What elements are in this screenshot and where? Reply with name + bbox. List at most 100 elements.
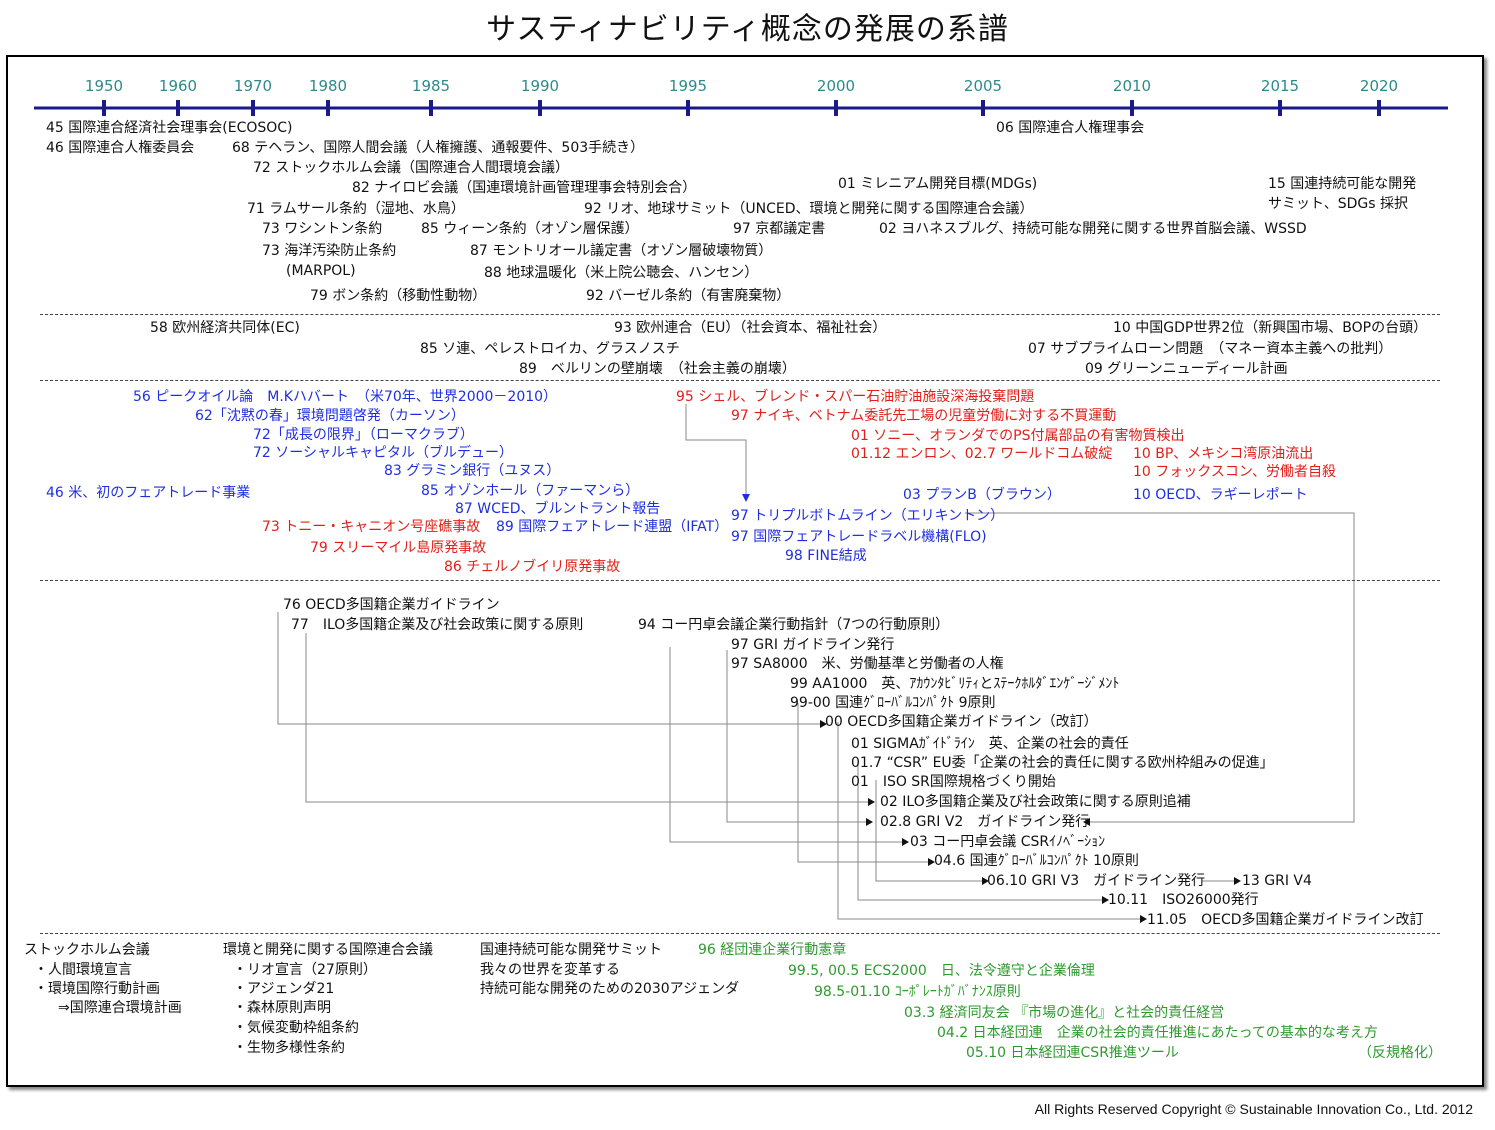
section-divider bbox=[40, 314, 1440, 315]
event-label: 02 ILO多国籍企業及び社会政策に関する原則追補 bbox=[880, 794, 1191, 810]
year-label: 1990 bbox=[520, 77, 560, 95]
connector-lines bbox=[277, 404, 1355, 920]
event-label: 01 SIGMAｶﾞｲﾄﾞﾗｲﾝ 英、企業の社会的責任 bbox=[851, 736, 1129, 752]
event-label: 15 国連持続可能な開発 bbox=[1268, 176, 1417, 192]
event-label: 04.2 日本経団連 企業の社会的責任推進にあたっての基本的な考え方 bbox=[937, 1025, 1378, 1041]
event-label: 99 AA1000 英、ｱｶｳﾝﾀﾋﾞﾘﾃｨとｽﾃｰｸﾎﾙﾀﾞｴﾝｹﾞｰｼﾞﾒﾝ… bbox=[790, 676, 1120, 692]
event-label: 72「成長の限界」（ローマクラブ） bbox=[253, 427, 474, 443]
event-label: 73 トニー・キャニオン号座礁事故 bbox=[262, 519, 481, 535]
event-label: 99-00 国連ｸﾞﾛｰﾊﾞﾙｺﾝﾊﾟｸﾄ 9原則 bbox=[790, 695, 996, 711]
event-label: 11.05 OECD多国籍企業ガイドライン改訂 bbox=[1147, 912, 1424, 928]
event-label: 56 ピークオイル論 M.Kハバート （米70年、世界2000－2010） bbox=[133, 389, 558, 405]
event-label: 95 シェル、ブレンド・スパー石油貯油施設深海投棄問題 bbox=[676, 389, 1035, 405]
event-label: 環境と開発に関する国際連合会議 bbox=[223, 942, 433, 958]
event-label: 85 オゾンホール（ファーマンら） bbox=[421, 483, 640, 499]
year-label: 2000 bbox=[816, 77, 856, 95]
event-label: 05.10 日本経団連CSR推進ツール bbox=[966, 1045, 1179, 1061]
section-divider bbox=[40, 380, 1440, 381]
copyright-notice: All Rights Reserved Copyright © Sustaina… bbox=[1034, 1101, 1473, 1117]
event-label: （反規格化） bbox=[1358, 1045, 1442, 1061]
year-label: 1980 bbox=[308, 77, 348, 95]
event-label: ・環境国際行動計画 bbox=[34, 981, 160, 997]
event-label: (MARPOL) bbox=[286, 263, 356, 279]
event-label: 10 フォックスコン、労働者自殺 bbox=[1133, 464, 1337, 480]
year-label: 1985 bbox=[411, 77, 451, 95]
year-label: 1970 bbox=[233, 77, 273, 95]
event-label: 国連持続可能な開発サミット bbox=[480, 942, 662, 958]
event-label: 72 ソーシャルキャピタル（ブルデュー） bbox=[253, 445, 513, 461]
year-label: 2015 bbox=[1260, 77, 1300, 95]
event-label: 97 SA8000 米、労働基準と労働者の人権 bbox=[731, 656, 1004, 672]
timeline-ticks bbox=[102, 100, 1381, 116]
year-label: 2020 bbox=[1359, 77, 1399, 95]
diagram-frame bbox=[6, 55, 1484, 1087]
year-tick bbox=[429, 100, 433, 116]
section-divider bbox=[40, 933, 1440, 934]
event-label: 89 国際フェアトレード連盟（IFAT） bbox=[496, 519, 729, 535]
event-label: 09 グリーンニューディール計画 bbox=[1085, 361, 1288, 377]
event-label: 98.5-01.10 ｺｰﾎﾟﾚｰﾄｶﾞﾊﾞﾅﾝｽ原則 bbox=[814, 984, 1021, 1000]
event-label: 97 京都議定書 bbox=[733, 221, 826, 237]
event-label: 76 OECD多国籍企業ガイドライン bbox=[283, 597, 500, 613]
event-label: 03.3 経済同友会 『市場の進化』と社会的責任経営 bbox=[904, 1005, 1225, 1021]
event-label: 06.10 GRI V3 ガイドライン発行 bbox=[987, 873, 1206, 889]
year-label: 2005 bbox=[963, 77, 1003, 95]
event-label: 00 OECD多国籍企業ガイドライン（改訂） bbox=[825, 714, 1098, 730]
event-label: ・人間環境宣言 bbox=[34, 962, 132, 978]
year-label: 1995 bbox=[668, 77, 708, 95]
event-label: 73 海洋汚染防止条約 bbox=[262, 243, 397, 259]
year-tick bbox=[102, 100, 106, 116]
event-label: 86 チェルノブイリ原発事故 bbox=[444, 559, 621, 575]
event-label: 87 モントリオール議定書（オゾン層破壊物質） bbox=[470, 243, 773, 259]
event-label: 62「沈黙の春」環境問題啓発（カーソン） bbox=[195, 408, 465, 424]
event-label: 58 欧州経済共同体(EC) bbox=[150, 320, 300, 336]
year-tick bbox=[686, 100, 690, 116]
event-label: ⇒国際連合環境計画 bbox=[58, 1000, 182, 1016]
event-label: 10 OECD、ラギーレポート bbox=[1133, 487, 1308, 503]
event-label: 96 経団連企業行動憲章 bbox=[698, 942, 847, 958]
year-tick bbox=[1278, 100, 1282, 116]
event-label: 87 WCED、ブルントラント報告 bbox=[455, 501, 661, 517]
event-label: サミット、SDGs 採択 bbox=[1268, 196, 1408, 212]
event-label: 02 ヨハネスブルグ、持続可能な開発に関する世界首脳会議、WSSD bbox=[879, 221, 1307, 237]
event-label: 02.8 GRI V2 ガイドライン発行 bbox=[880, 814, 1090, 830]
year-label: 1950 bbox=[84, 77, 124, 95]
event-label: 97 ナイキ、ベトナム委託先工場の児童労働に対する不買運動 bbox=[731, 408, 1117, 424]
event-label: 46 米、初のフェアトレード事業 bbox=[46, 485, 251, 501]
event-label: 89 ベルリンの壁崩壊 （社会主義の崩壊） bbox=[519, 361, 796, 377]
event-label: 01.12 エンロン、02.7 ワールドコム破綻 bbox=[851, 446, 1113, 462]
event-label: 71 ラムサール条約（湿地、水鳥） bbox=[247, 201, 465, 217]
year-tick bbox=[176, 100, 180, 116]
event-label: 我々の世界を変革する bbox=[480, 962, 620, 978]
event-label: 01 ソニー、オランダでのPS付属部品の有害物質検出 bbox=[851, 428, 1185, 444]
event-label: 93 欧州連合（EU）（社会資本、福祉社会） bbox=[614, 320, 887, 336]
event-label: 79 スリーマイル島原発事故 bbox=[310, 540, 487, 556]
event-label: 88 地球温暖化（米上院公聴会、ハンセン） bbox=[484, 265, 759, 281]
event-label: 45 国際連合経済社会理事会(ECOSOC) bbox=[46, 120, 293, 136]
year-tick bbox=[981, 100, 985, 116]
event-label: ・アジェンダ21 bbox=[233, 981, 335, 997]
event-label: 85 ソ連、ペレストロイカ、グラスノスチ bbox=[420, 341, 680, 357]
event-label: 10 BP、メキシコ湾原油流出 bbox=[1133, 446, 1314, 462]
event-label: 03 プランB（ブラウン） bbox=[903, 487, 1061, 503]
year-label: 1960 bbox=[158, 77, 198, 95]
event-label: 13 GRI V4 bbox=[1242, 873, 1312, 889]
event-label: 07 サブプライムローン問題 （マネー資本主義への批判） bbox=[1028, 341, 1393, 357]
event-label: ・気候変動枠組条約 bbox=[233, 1020, 359, 1036]
year-tick bbox=[834, 100, 838, 116]
event-label: 01.7 “CSR” EU委「企業の社会的責任に関する欧州枠組みの促進」 bbox=[851, 755, 1274, 771]
year-tick bbox=[538, 100, 542, 116]
event-label: 79 ボン条約（移動性動物） bbox=[310, 288, 487, 304]
event-label: ・森林原則声明 bbox=[233, 1000, 331, 1016]
event-label: ストックホルム会議 bbox=[24, 942, 150, 958]
event-label: 01 ISO SR国際規格づくり開始 bbox=[851, 774, 1056, 790]
event-label: ・生物多様性条約 bbox=[233, 1040, 345, 1056]
event-label: 98 FINE結成 bbox=[785, 548, 867, 564]
event-label: 94 コー円卓会議企業行動指針（7つの行動原則） bbox=[638, 617, 950, 633]
event-label: 持続可能な開発のための2030アジェンダ bbox=[480, 981, 740, 997]
event-label: 97 国際フェアトレードラベル機構(FLO) bbox=[731, 529, 987, 545]
year-tick bbox=[1377, 100, 1381, 116]
event-label: 68 テヘラン、国際人間会議（人権擁護、通報要件、503手続き） bbox=[232, 140, 645, 156]
event-label: 10.11 ISO26000発行 bbox=[1108, 892, 1259, 908]
